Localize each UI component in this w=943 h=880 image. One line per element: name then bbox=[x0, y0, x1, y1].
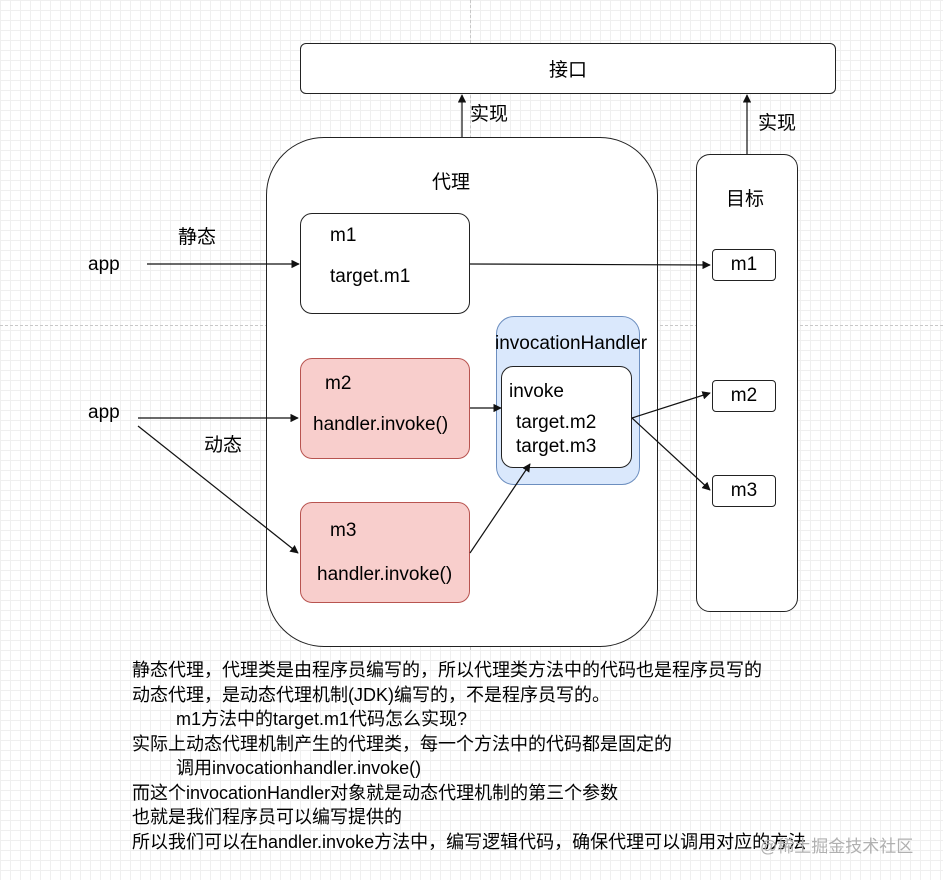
dynamic-edge-label: 动态 bbox=[204, 435, 243, 456]
interface-label: 接口 bbox=[548, 60, 587, 81]
m2-body: handler.invoke() bbox=[313, 414, 449, 435]
implements-left-label: 实现 bbox=[470, 104, 509, 125]
target-m3-label: m3 bbox=[730, 480, 758, 501]
target-m2-label: m2 bbox=[730, 385, 758, 406]
m2-title: m2 bbox=[325, 373, 352, 394]
m1-to-target-m1-arrow bbox=[469, 260, 711, 270]
m3-body: handler.invoke() bbox=[317, 564, 453, 585]
proxy-label: 代理 bbox=[432, 172, 471, 193]
invoke-line-target-m3: target.m3 bbox=[516, 436, 597, 457]
m1-method-box[interactable] bbox=[300, 213, 470, 314]
target-m2-box[interactable]: m2 bbox=[712, 380, 776, 412]
target-label: 目标 bbox=[726, 189, 765, 210]
note-line: 实际上动态代理机制产生的代理类，每一个方法中的代码都是固定的 bbox=[132, 733, 672, 754]
implements-right-label: 实现 bbox=[758, 113, 797, 134]
target-m3-box[interactable]: m3 bbox=[712, 475, 776, 507]
m3-title: m3 bbox=[330, 520, 357, 541]
target-m1-label: m1 bbox=[730, 254, 758, 275]
static-app-label: app bbox=[88, 254, 120, 275]
static-edge-label: 静态 bbox=[178, 227, 217, 248]
invoke-line-target-m2: target.m2 bbox=[516, 412, 597, 433]
interface-box[interactable]: 接口 bbox=[300, 43, 836, 94]
m3-method-box[interactable] bbox=[300, 502, 470, 603]
note-line: 静态代理，代理类是由程序员编写的，所以代理类方法中的代码也是程序员写的 bbox=[132, 660, 762, 680]
note-line: 而这个invocationHandler对象就是动态代理机制的第三个参数 bbox=[132, 782, 619, 803]
note-line: 也就是我们程序员可以编写提供的 bbox=[132, 807, 402, 827]
note-line: 所以我们可以在handler.invoke方法中，编写逻辑代码，确保代理可以调用… bbox=[132, 831, 807, 852]
invoke-method-box[interactable] bbox=[501, 366, 632, 468]
note-line: m1方法中的target.m1代码怎么实现? bbox=[176, 709, 468, 729]
dynamic-app-to-m3-arrow bbox=[137, 425, 299, 554]
note-line: 调用invocationhandler.invoke() bbox=[176, 758, 422, 778]
note-line: 动态代理，是动态代理机制(JDK)编写的，不是程序员写的。 bbox=[132, 684, 610, 705]
m1-body: target.m1 bbox=[330, 266, 411, 287]
target-m1-box[interactable]: m1 bbox=[712, 249, 776, 281]
invoke-title: invoke bbox=[509, 381, 564, 402]
m3-to-invoke-arrow bbox=[469, 463, 531, 554]
invoke-to-target-m2-arrow bbox=[631, 391, 711, 419]
invocation-handler-label: invocationHandler bbox=[495, 333, 648, 354]
watermark-text: @稀土掘金技术社区 bbox=[760, 837, 914, 856]
explanation-notes: 静态代理，代理类是由程序员编写的，所以代理类方法中的代码也是程序员写的 动态代理… bbox=[132, 658, 806, 854]
invoke-to-target-m3-arrow bbox=[631, 417, 711, 491]
dynamic-app-label: app bbox=[88, 402, 120, 423]
m2-method-box[interactable] bbox=[300, 358, 470, 459]
m1-title: m1 bbox=[330, 225, 357, 246]
